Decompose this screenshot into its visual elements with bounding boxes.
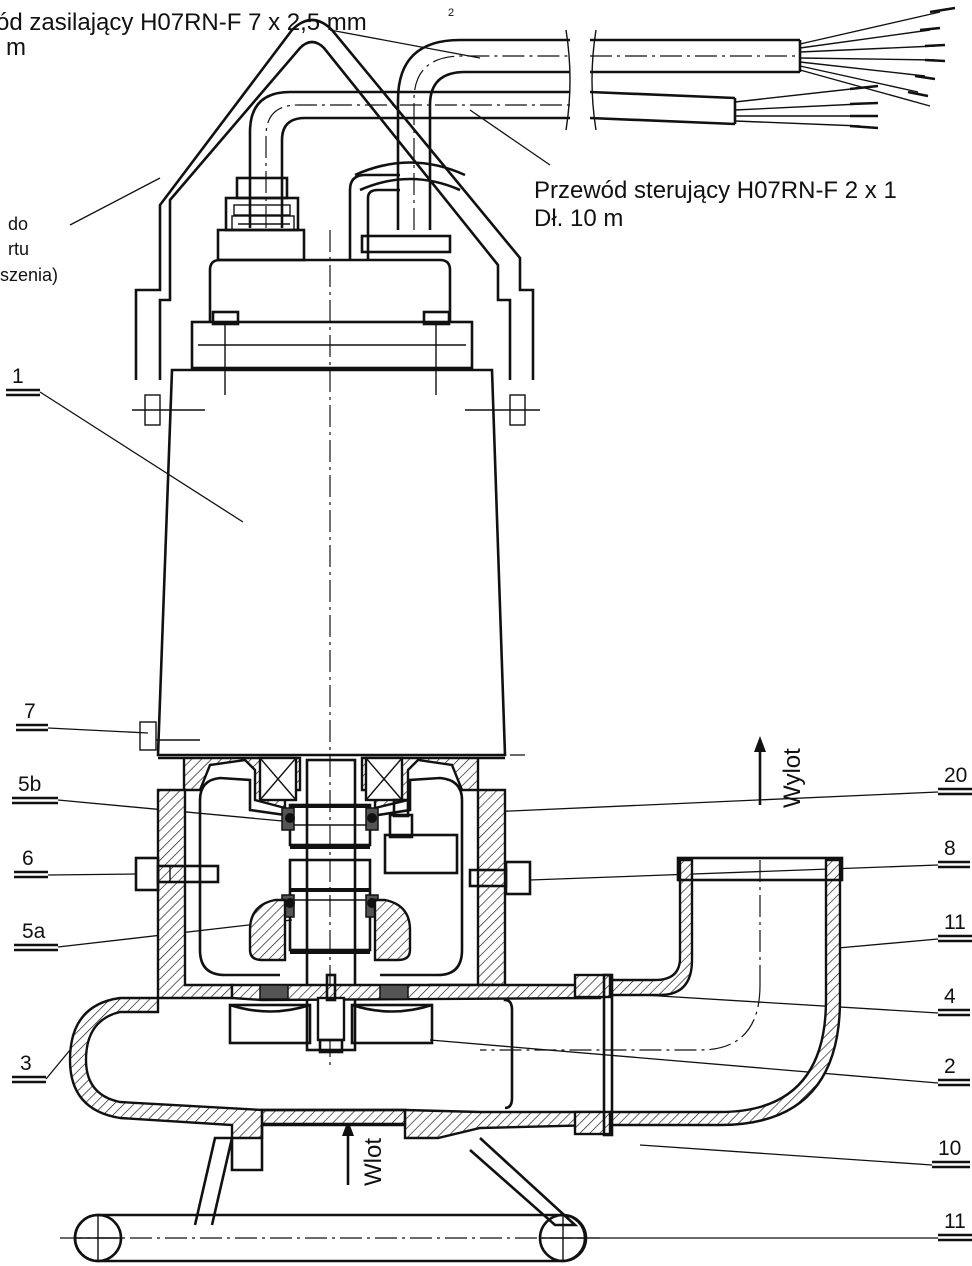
bearing-housing <box>156 756 507 1000</box>
inlet-arrow <box>342 1120 354 1185</box>
part-number-5a: 5a <box>22 920 46 943</box>
motor-top-cover <box>190 258 474 395</box>
motor-housing <box>139 230 525 1070</box>
part-number-1: 1 <box>12 365 24 388</box>
handle-note-line2: rtu <box>8 239 29 259</box>
part-number-5b: 5b <box>18 773 41 796</box>
power-cable <box>396 6 956 230</box>
part-number-11-outlet: 11 <box>944 911 966 934</box>
impeller <box>228 973 434 1054</box>
control-cable-label: Przewód sterujący H07RN-F 2 x 1 <box>534 177 897 204</box>
power-cable-label: ód zasilający H07RN-F 7 x 2,5 mm <box>0 9 367 36</box>
outlet-arrow <box>754 736 766 805</box>
handle-note-line1: do <box>8 214 28 234</box>
part-number-10: 10 <box>938 1137 961 1160</box>
lifting-handle <box>69 18 540 426</box>
cable-clamp <box>348 161 466 260</box>
oil-chamber-plug <box>383 798 459 875</box>
part-number-2: 2 <box>944 1055 956 1078</box>
discharge-elbow <box>480 856 844 1137</box>
handle-note-line3: szenia) <box>0 265 58 285</box>
base-stand <box>60 1136 600 1263</box>
control-cable-length: Dł. 10 m <box>534 205 623 232</box>
control-cable <box>248 29 879 228</box>
bolt-8 <box>468 860 532 896</box>
bolt-6 <box>134 856 220 892</box>
power-cable-superscript: 2 <box>448 7 454 19</box>
inner-seal-cover <box>248 898 412 962</box>
power-cable-length: m <box>6 34 26 61</box>
part-number-11-base: 11 <box>944 1210 966 1233</box>
shaft-seal-upper <box>281 804 379 849</box>
cable-gland <box>216 176 306 262</box>
part-number-4: 4 <box>944 985 956 1008</box>
part-number-6: 6 <box>22 847 34 870</box>
part-number-7: 7 <box>24 700 36 723</box>
inlet-label: Wlot <box>360 1138 387 1186</box>
part-number-3: 3 <box>20 1052 32 1075</box>
part-number-20: 20 <box>944 764 967 787</box>
part-number-8: 8 <box>944 837 956 860</box>
